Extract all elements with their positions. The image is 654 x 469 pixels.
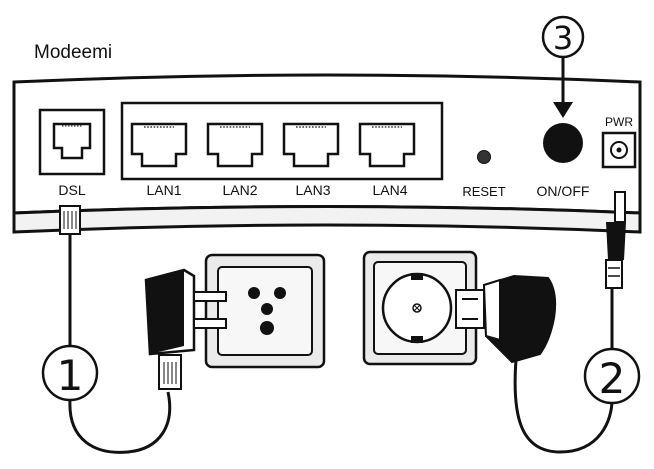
- lan4-port-icon[interactable]: [358, 122, 416, 168]
- lan2-port-icon[interactable]: [206, 122, 264, 168]
- reset-label: RESET: [462, 184, 505, 199]
- lan3-label: LAN3: [295, 182, 330, 198]
- reset-button-icon[interactable]: [477, 150, 491, 164]
- power-switch-button[interactable]: [543, 123, 583, 163]
- lan1-label: LAN1: [146, 182, 181, 198]
- callout-step-1: 1: [41, 344, 99, 402]
- power-adapter-icon: [455, 274, 557, 364]
- pwr-label: PWR: [605, 115, 633, 129]
- arrow-down-icon: [553, 57, 573, 118]
- dsl-connector-icon: [59, 205, 81, 235]
- lan4-label: LAN4: [372, 182, 407, 198]
- svg-text:1: 1: [57, 351, 84, 400]
- phone-plug-icon: [158, 354, 182, 390]
- lan2-label: LAN2: [222, 182, 257, 198]
- power-connector-icon: [605, 191, 626, 289]
- callout-step-2: 2: [583, 347, 641, 405]
- diagram-title: Modeemi: [34, 42, 112, 63]
- lan1-port-icon[interactable]: [130, 122, 188, 168]
- power-wall-socket-icon: [362, 250, 478, 366]
- phone-cable: [68, 234, 172, 454]
- on-off-label: ON/OFF: [537, 183, 590, 199]
- power-port-icon[interactable]: [601, 131, 637, 169]
- svg-text:2: 2: [599, 354, 626, 403]
- dsl-port-icon[interactable]: [38, 108, 106, 176]
- lan3-port-icon[interactable]: [282, 122, 340, 168]
- telephone-wall-socket-icon: [204, 253, 326, 369]
- power-cable: [513, 286, 614, 454]
- callout-step-3: 3: [541, 15, 585, 59]
- dsl-label: DSL: [58, 182, 85, 198]
- phone-adapter-icon: [144, 268, 227, 356]
- svg-text:3: 3: [553, 19, 573, 57]
